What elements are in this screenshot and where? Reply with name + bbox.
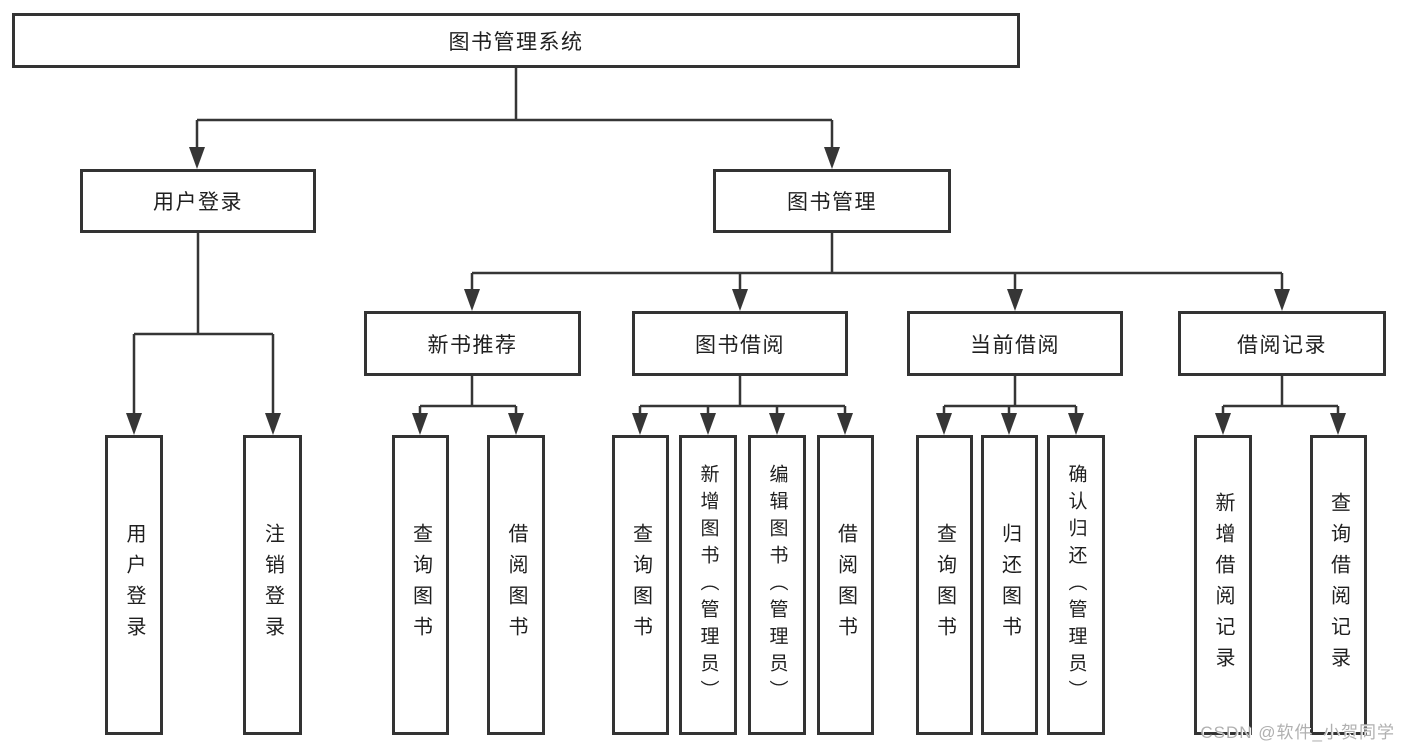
- node-book-borrowing-label: 图书借阅: [695, 333, 785, 357]
- leaf-edit-books-admin-label: 编辑图书（管理员）: [766, 463, 788, 707]
- leaf-return-books: 归还图书: [981, 435, 1038, 735]
- leaf-user-login-label: 用户登录: [123, 523, 145, 647]
- node-new-book-recommend: 新书推荐: [364, 311, 581, 376]
- leaf-edit-books-admin: 编辑图书（管理员）: [748, 435, 806, 735]
- node-borrowing-records-label: 借阅记录: [1237, 333, 1327, 357]
- node-root: 图书管理系统: [12, 13, 1020, 68]
- leaf-logout-label: 注销登录: [261, 523, 284, 647]
- leaf-return-books-label: 归还图书: [998, 523, 1021, 647]
- node-book-management: 图书管理: [713, 169, 951, 233]
- leaf-current-query-books: 查询图书: [916, 435, 973, 735]
- leaf-recommend-query-books: 查询图书: [392, 435, 449, 735]
- leaf-recommend-query-books-label: 查询图书: [409, 523, 432, 647]
- leaf-query-borrow-record-label: 查询借阅记录: [1327, 492, 1350, 678]
- leaf-add-books-admin-label: 新增图书（管理员）: [697, 463, 719, 707]
- leaf-query-borrow-record: 查询借阅记录: [1310, 435, 1367, 735]
- leaf-add-borrow-record-label: 新增借阅记录: [1212, 492, 1234, 678]
- leaf-add-books-admin: 新增图书（管理员）: [679, 435, 737, 735]
- leaf-recommend-borrow-books: 借阅图书: [487, 435, 545, 735]
- node-current-borrowing-label: 当前借阅: [970, 333, 1060, 357]
- node-user-login: 用户登录: [80, 169, 316, 233]
- node-root-label: 图书管理系统: [448, 30, 584, 54]
- node-new-book-recommend-label: 新书推荐: [427, 333, 518, 357]
- node-book-management-label: 图书管理: [787, 191, 877, 214]
- leaf-add-borrow-record: 新增借阅记录: [1194, 435, 1252, 735]
- leaf-borrowing-borrow-books-label: 借阅图书: [834, 523, 857, 647]
- leaf-confirm-return-admin: 确认归还（管理员）: [1047, 435, 1105, 735]
- leaf-user-login: 用户登录: [105, 435, 163, 735]
- leaf-borrowing-query-books: 查询图书: [612, 435, 669, 735]
- node-user-login-label: 用户登录: [153, 191, 243, 214]
- leaf-logout: 注销登录: [243, 435, 302, 735]
- leaf-confirm-return-admin-label: 确认归还（管理员）: [1065, 463, 1087, 707]
- node-borrowing-records: 借阅记录: [1178, 311, 1386, 376]
- csdn-watermark: CSDN @软件_小贺同学: [1200, 723, 1395, 742]
- node-current-borrowing: 当前借阅: [907, 311, 1123, 376]
- leaf-borrowing-query-books-label: 查询图书: [629, 523, 652, 647]
- leaf-borrowing-borrow-books: 借阅图书: [817, 435, 874, 735]
- leaf-recommend-borrow-books-label: 借阅图书: [505, 523, 527, 647]
- node-book-borrowing: 图书借阅: [632, 311, 848, 376]
- leaf-current-query-books-label: 查询图书: [933, 523, 956, 647]
